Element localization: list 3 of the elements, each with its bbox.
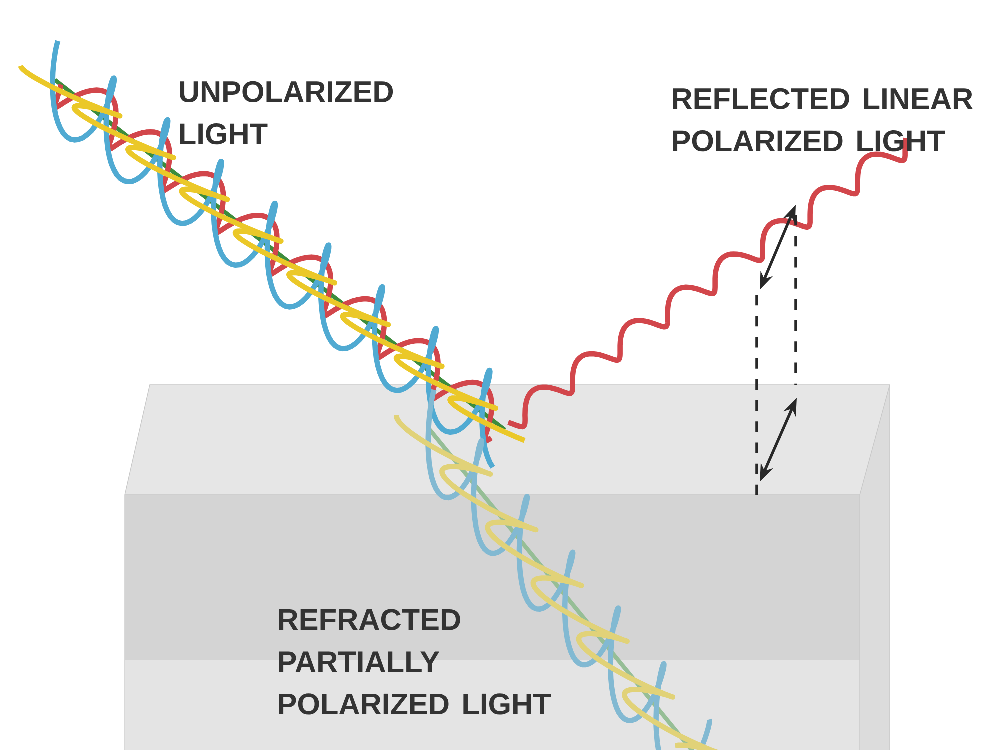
beam-label: UNPOLARIZED LIGHT bbox=[180, 81, 394, 145]
beam-label: REFRACTED PARTIALLY POLARIZED LIGHT bbox=[279, 609, 552, 715]
beam-label: REFLECTED LINEAR POLARIZED LIGHT bbox=[673, 88, 973, 152]
